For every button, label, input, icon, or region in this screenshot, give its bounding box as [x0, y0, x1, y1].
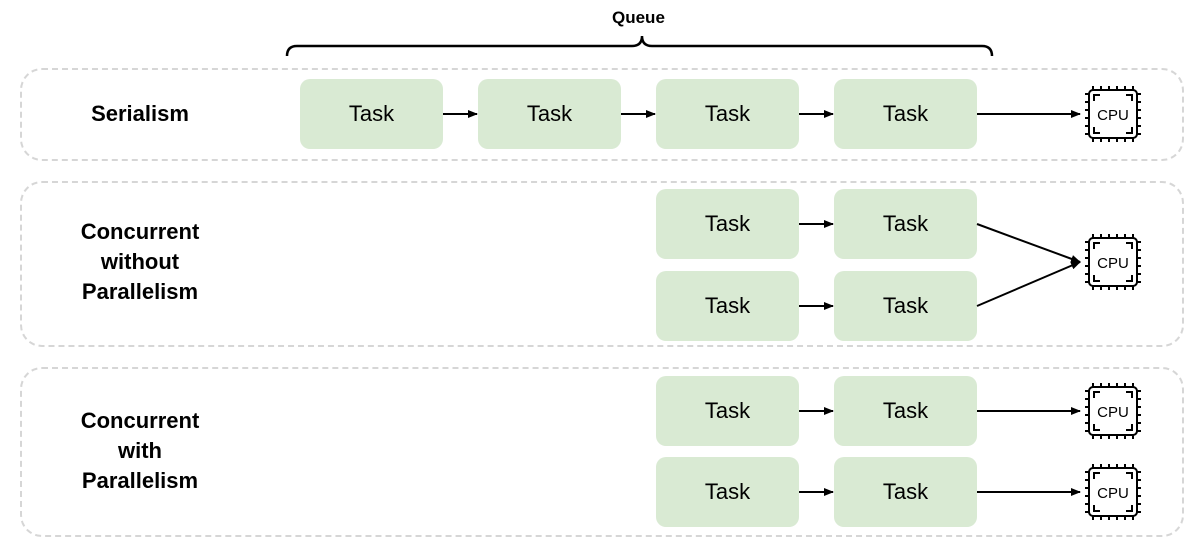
queue-label: Queue	[612, 8, 665, 27]
cpu-label: CPU	[1097, 485, 1129, 502]
concurrent-task-4: Task	[834, 271, 977, 341]
cpu-chip-icon: CPU	[1085, 464, 1141, 520]
cpu-chip-icon: CPU	[1085, 86, 1141, 142]
concurrent-task-3: Task	[656, 271, 799, 341]
cpu-chip-icon: CPU	[1085, 234, 1141, 290]
concurrent-with-parallelism-label: Concurrent with Parallelism	[80, 408, 200, 493]
parallel-task-3: Task	[656, 457, 799, 527]
arrow-c-2-cpu	[976, 223, 1081, 263]
serialism-task-2: Task	[478, 79, 621, 149]
cpu-label: CPU	[1097, 107, 1129, 124]
serialism-label: Serialism	[91, 101, 189, 126]
concurrent-task-1: Task	[656, 189, 799, 259]
serialism-task-3: Task	[656, 79, 799, 149]
parallel-task-2: Task	[834, 376, 977, 446]
queue-brace	[285, 35, 994, 57]
concurrent-without-parallelism-panel	[20, 181, 1184, 347]
cpu-label: CPU	[1097, 404, 1129, 421]
serialism-task-4: Task	[834, 79, 977, 149]
concurrent-without-parallelism-label: Concurrent without Parallelism	[80, 219, 200, 304]
serialism-task-1: Task	[300, 79, 443, 149]
concurrent-task-2: Task	[834, 189, 977, 259]
concurrent-with-parallelism-panel	[20, 367, 1184, 537]
cpu-chip-icon: CPU	[1085, 383, 1141, 439]
cpu-label: CPU	[1097, 255, 1129, 272]
parallel-task-4: Task	[834, 457, 977, 527]
arrow-c-4-cpu	[976, 261, 1081, 307]
parallel-task-1: Task	[656, 376, 799, 446]
serialism-panel	[20, 68, 1184, 161]
